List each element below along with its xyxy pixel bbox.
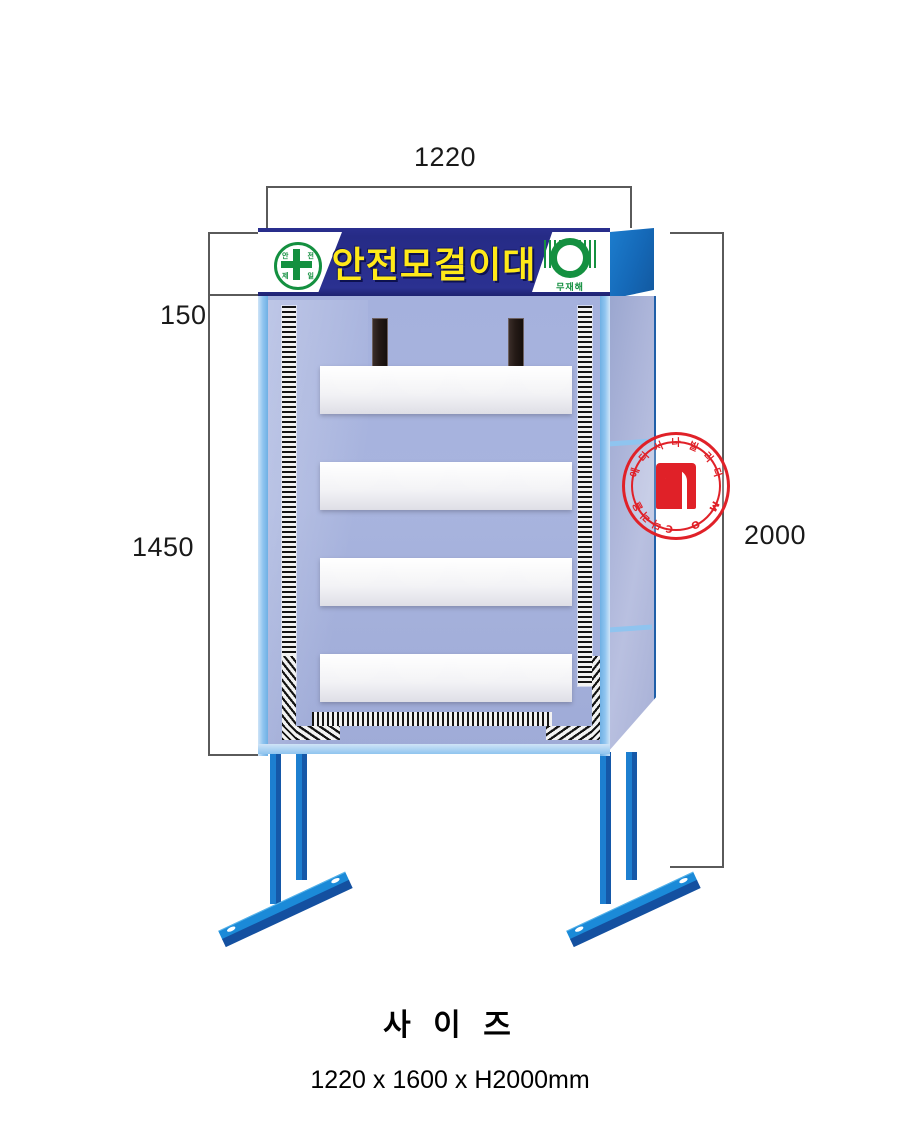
dimension-width-tick-right	[630, 186, 632, 228]
size-caption: 사 이 즈 1220 x 1600 x H2000mm	[0, 1000, 900, 1095]
foot-left	[218, 871, 353, 948]
dimension-header-line	[208, 232, 210, 296]
leg-shade	[276, 752, 281, 904]
dimension-header-value: 150	[160, 300, 207, 330]
size-caption-value: 1220 x 1600 x H2000mm	[310, 1066, 590, 1094]
badge-ring	[550, 238, 590, 278]
shutter-track-right	[578, 306, 592, 686]
shelf-scallop-plate	[320, 462, 572, 510]
badge-char: 일	[307, 272, 314, 280]
dimension-total-tick-bottom	[670, 866, 724, 868]
dimension-total-value: 2000	[744, 520, 807, 550]
dimension-header-tick-bottom	[208, 294, 260, 296]
dimension-width-tick-left	[266, 186, 268, 228]
shutter-track-left	[282, 306, 296, 686]
leg-face	[600, 752, 606, 904]
dimension-total-line	[722, 232, 724, 868]
badge-char: 안	[282, 252, 289, 260]
cabinet-frame-bottom	[258, 744, 610, 754]
stamp-door-leaf	[665, 470, 682, 509]
foot-front-face	[570, 879, 701, 948]
leg-shade	[606, 752, 611, 904]
dimension-header-tick-top	[208, 232, 260, 234]
helmet-shelf	[320, 462, 572, 510]
foot-top-face	[566, 871, 698, 940]
shutter-track-bottom	[312, 712, 552, 726]
stamp-inner-ring	[631, 441, 721, 531]
cabinet-side-top-cap	[606, 228, 654, 300]
stamp-door-icon	[656, 463, 696, 509]
helmet-shelf	[320, 558, 572, 606]
helmet-shelf	[320, 366, 572, 414]
leg-back-left	[296, 752, 307, 880]
dimension-width-value: 1220	[414, 142, 477, 172]
badge-char: 전	[307, 252, 314, 260]
cross-horizontal	[281, 261, 312, 268]
leg-shade	[302, 752, 307, 880]
leg-front-right	[600, 752, 611, 904]
foot-right	[566, 871, 701, 948]
shelf-scallop-plate	[320, 654, 572, 702]
leg-shade	[632, 752, 637, 880]
stamp-door-knob	[684, 489, 687, 495]
cabinet-frame-left	[258, 292, 268, 756]
foot-front-face	[222, 879, 353, 948]
shelf-scallop-plate	[320, 366, 572, 414]
foot-top-face	[218, 871, 350, 940]
dimension-body-value: 1450	[132, 532, 195, 562]
dimension-total-tick-top	[670, 232, 724, 234]
leg-face	[296, 752, 302, 880]
shelf-scallop-plate	[320, 558, 572, 606]
cabinet-frame-right	[600, 292, 610, 756]
leg-back-right	[626, 752, 637, 880]
header-banner: 안전모걸이대 안 전 제 일 무재해	[258, 228, 610, 296]
safety-first-cross-icon: 안 전 제 일	[274, 242, 322, 290]
banner-title: 안전모걸이대	[331, 245, 537, 286]
helmet-shelf	[320, 654, 572, 702]
leg-face	[626, 752, 632, 880]
badge-char: 제	[282, 272, 289, 280]
stamp-arc-char: 나	[671, 438, 681, 449]
dimension-body-tick-bottom	[208, 754, 260, 756]
badge-caption: 무재해	[556, 283, 584, 293]
dimension-body-line	[208, 296, 210, 756]
leg-face	[270, 752, 276, 904]
size-caption-title: 사 이 즈	[383, 1008, 517, 1043]
leg-front-left	[270, 752, 281, 904]
dimension-width-line	[266, 186, 632, 188]
accident-free-o-icon: 무재해	[542, 238, 598, 293]
